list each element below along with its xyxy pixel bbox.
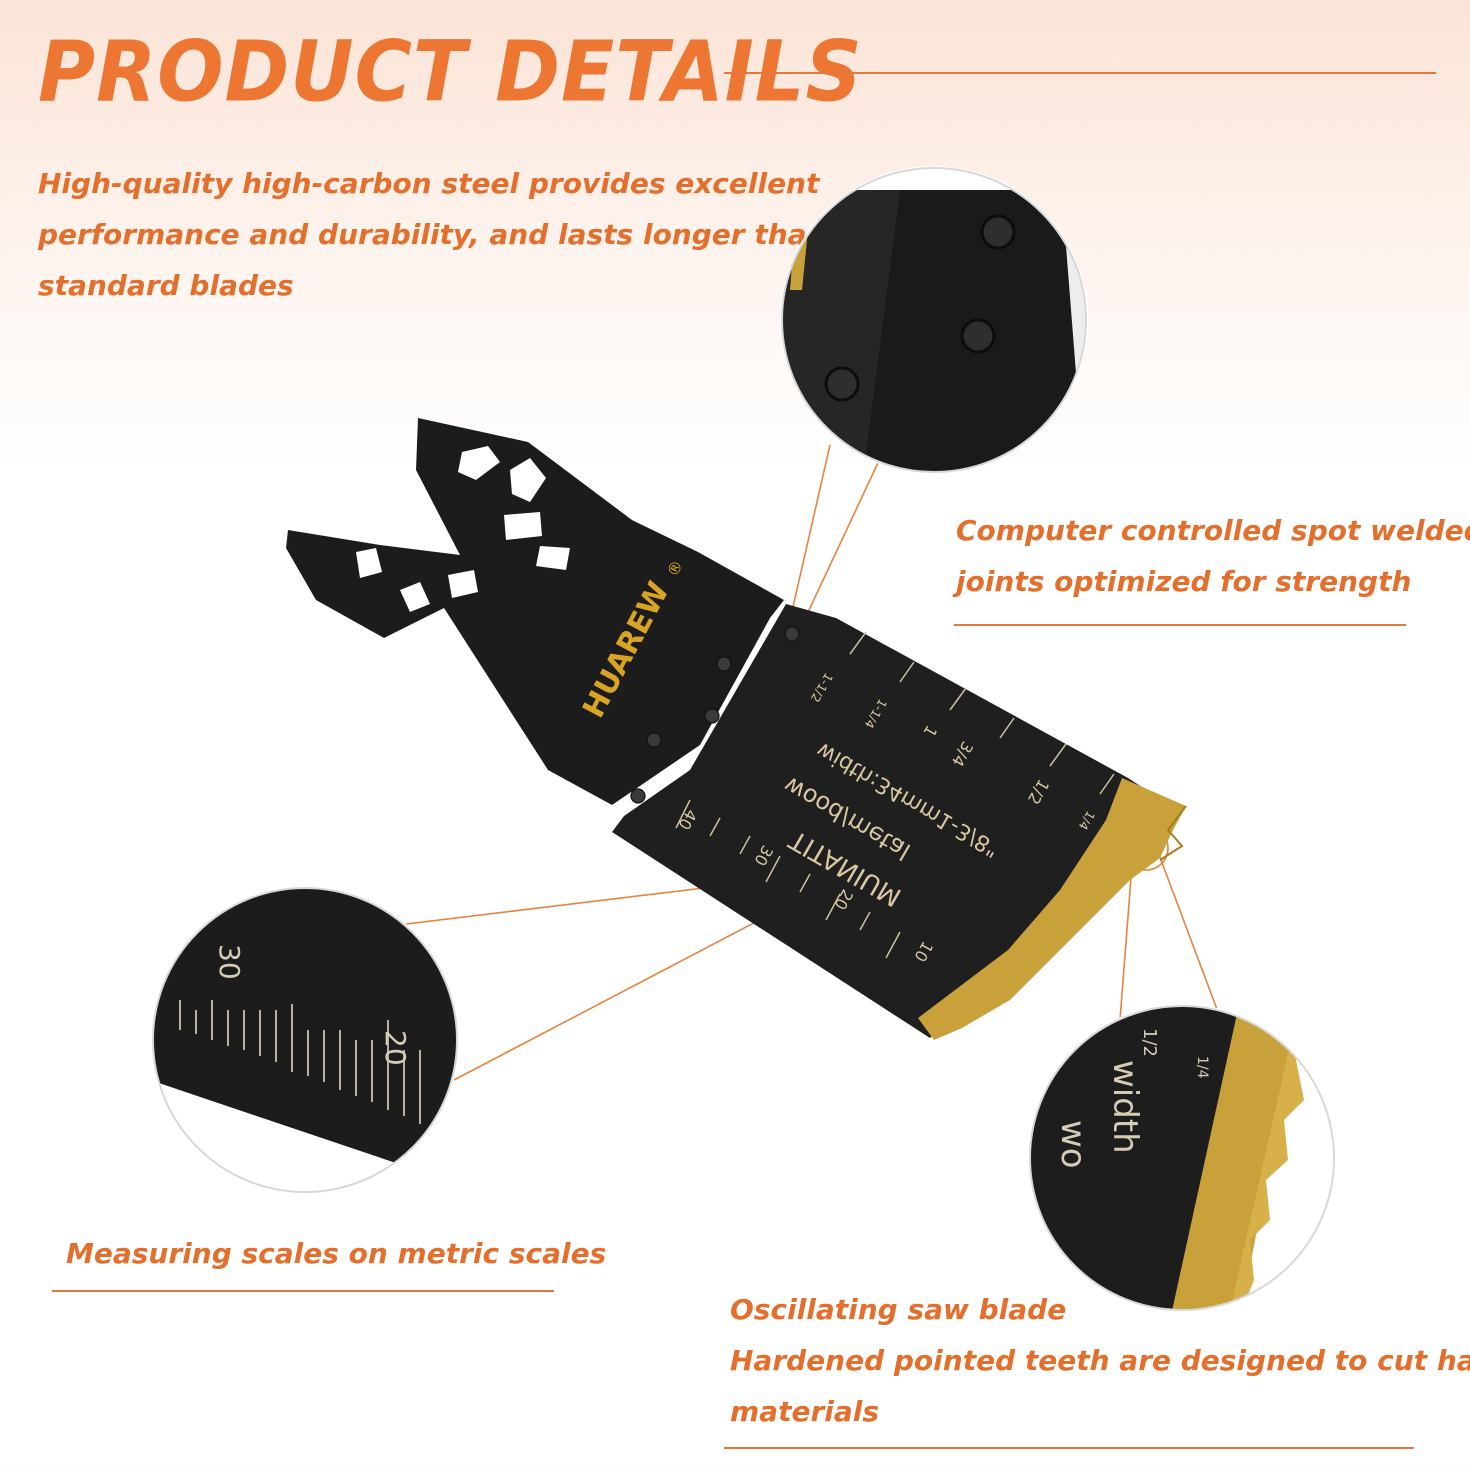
teeth-zoom: width wo 1/2 1/4 [1028,1004,1336,1312]
zoom-quarter-inch: 1/4 [1194,1056,1210,1079]
blade-ruler-ticks [675,631,1115,959]
weld-line-1: Computer controlled spot welded [956,514,1470,547]
blade-divider [724,1447,1414,1449]
saw-blade: HUAREW ® width:34mm1-3/8" wood/metal TIT… [286,418,1187,1040]
scale-label: Measuring scales on metric scales [66,1237,607,1270]
blade-body [612,604,1162,1038]
titanium-edge [918,778,1186,1040]
blade-mount [286,418,784,805]
zoom-scale-30: 30 [213,944,246,980]
scale-divider [52,1290,554,1292]
zoom-half-inch: 1/2 [1139,1028,1160,1057]
zoom-width-text: width [1105,1060,1145,1154]
blade-line-1: Oscillating saw blade [730,1293,1067,1326]
weld-line-2: joints optimized for strength [956,565,1412,598]
blade-line-3: materials [730,1395,880,1428]
scale-zoom: 30 20 [151,886,459,1194]
blade-text: Oscillating saw blade Hardened pointed t… [730,1284,1470,1437]
weld-zoom [780,166,1088,474]
blade-line-2: Hardened pointed teeth are designed to c… [730,1344,1470,1377]
weld-text: Computer controlled spot welded joints o… [956,505,1470,607]
intro-line-3: standard blades [38,269,294,302]
brand-reg-mark: ® [663,557,687,580]
zoom-wood-text: wo [1053,1120,1093,1169]
scale-text: Measuring scales on metric scales [66,1228,606,1279]
mount-cutouts [356,446,570,612]
intro-line-1: High-quality high-carbon steel provides … [38,167,820,200]
intro-line-2: performance and durability, and lasts lo… [38,218,827,251]
title-divider [724,72,1436,74]
intro-text: High-quality high-carbon steel provides … [38,158,826,311]
spot-welds [630,626,800,804]
weld-divider [954,624,1406,626]
zoom-scale-20: 20 [379,1030,412,1066]
